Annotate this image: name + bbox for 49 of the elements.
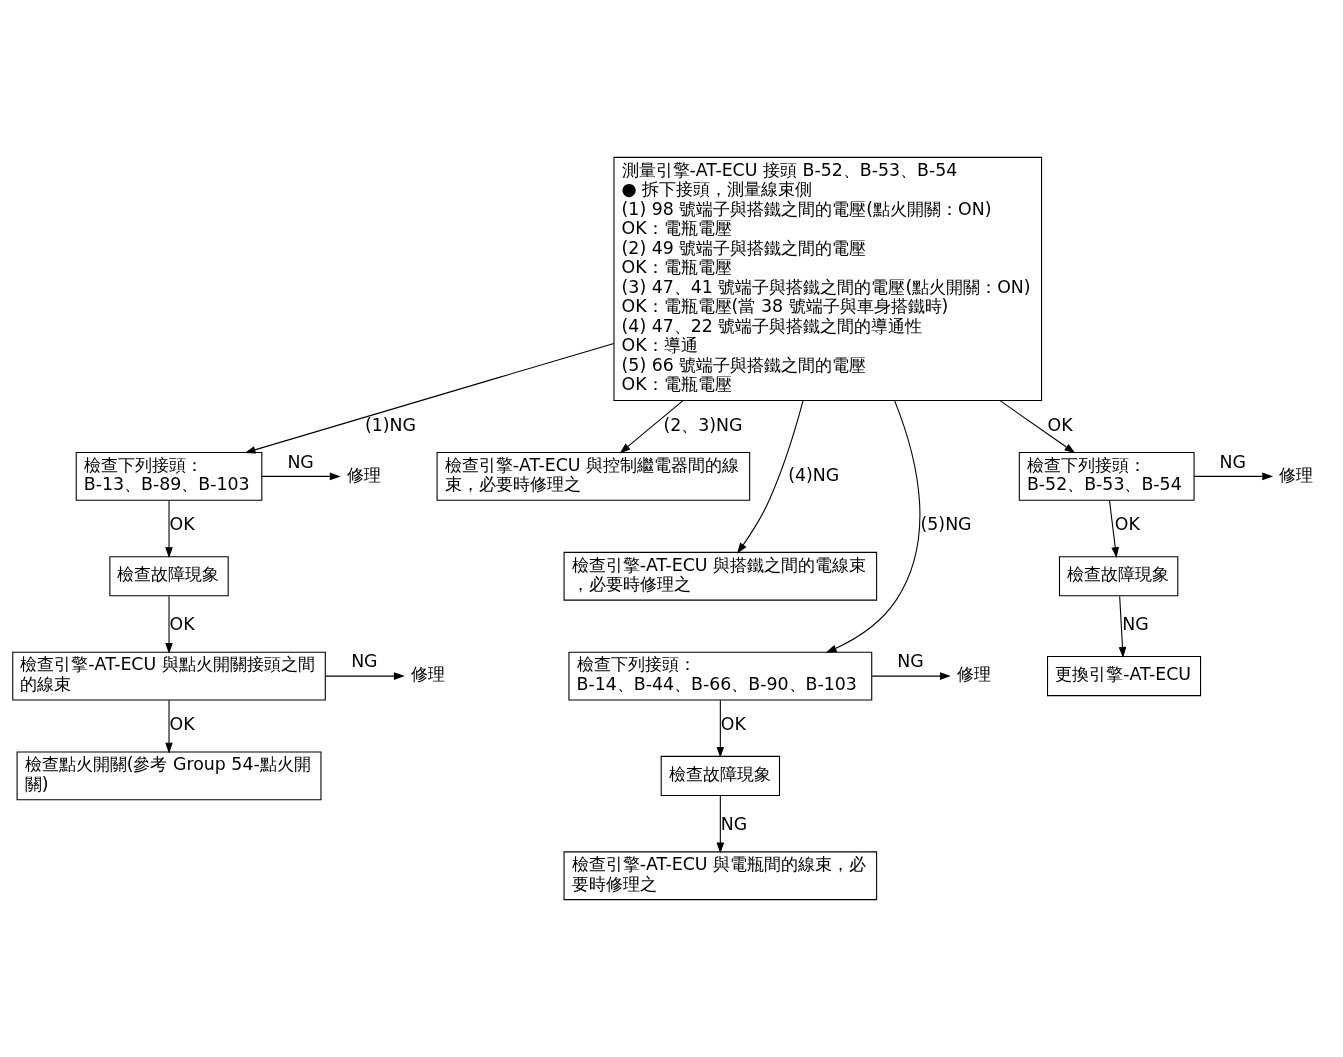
arrow [871,672,951,680]
node-box: 檢查下列接頭： B-13、B-89、B-103 [75,452,263,501]
node-box: 檢查故障現象 [1058,556,1179,597]
edge-label: (4)NG [788,464,840,485]
node-text: 修理 [347,464,382,485]
arrow [165,595,173,654]
node-text: 修理 [411,664,446,685]
arrow [261,472,341,481]
edge-label: NG [287,451,314,472]
node-box: 檢查故障現象 [109,556,229,597]
edge-label: NG [1122,614,1149,635]
edge-label: NG [720,813,748,834]
node-text: 修理 [956,664,991,685]
arrow [1108,500,1119,559]
node-text: 修理 [1279,464,1314,485]
edge-label: (2、3)NG [663,414,743,435]
arrow [1118,595,1127,658]
edge-label: OK [169,714,195,735]
node-box: 檢查引擎-AT-ECU 與電瓶間的線束，必要時修理之 [563,851,878,901]
edge-label: NG [351,651,378,672]
arrow [244,342,615,454]
arrow [324,672,405,680]
edge-label: OK [169,514,195,535]
node-box: 測量引擎-AT-ECU 接頭 B-52、B-53、B-54 ● 拆下接頭，測量線束側 (1) 98 號端子與搭鐵之間的電壓(點火開關：ON) OK：電瓶電壓 (2) 49 號端子與搭鐵之間的電壓 OK：電瓶電壓 (3) 47、41 號端子與搭鐵之間的電壓(點火開關：ON) OK：電瓶電壓(當 38 號端子與車身搭鐵時) (4) 47、22 號端子與搭鐵之間的導通性 OK：導通 (5) 66 號端子與搭鐵之間的電壓 OK：電瓶電壓 [613,156,1043,401]
edge-label: OK [1114,514,1140,535]
node-box: 檢查點火開關(參考 Group 54-點火開關) [16,751,322,801]
edge-label: OK [720,714,746,735]
arrow [1193,472,1274,481]
arrow [165,699,173,754]
edge-label: (1)NG [364,414,416,435]
arrow [619,400,684,454]
arrow [999,400,1076,454]
node-box: 檢查引擎-AT-ECU 與點火開關接頭之間的線束 [12,651,326,701]
edge-label: (5)NG [920,514,972,535]
node-box: 檢查下列接頭： B-14、B-44、B-66、B-90、B-103 [568,651,873,701]
node-box: 檢查引擎-AT-ECU 與搭鐵之間的電線束，必要時修理之 [563,551,878,601]
arrow [716,699,725,758]
edge-label: NG [1219,451,1247,472]
arrow [825,400,921,653]
node-box: 檢查下列接頭： B-52、B-53、B-54 [1018,452,1195,501]
node-box: 檢查引擎-AT-ECU 與控制繼電器間的線束，必要時修理之 [436,452,751,501]
edge-label: OK [169,614,195,635]
edge-label: OK [1047,414,1073,435]
arrow [737,400,804,554]
node-box: 更換引擎-AT-ECU [1047,656,1202,697]
arrow [716,795,725,854]
edge-label: NG [897,651,924,672]
arrow [165,500,173,559]
node-box: 檢查故障現象 [660,755,781,796]
